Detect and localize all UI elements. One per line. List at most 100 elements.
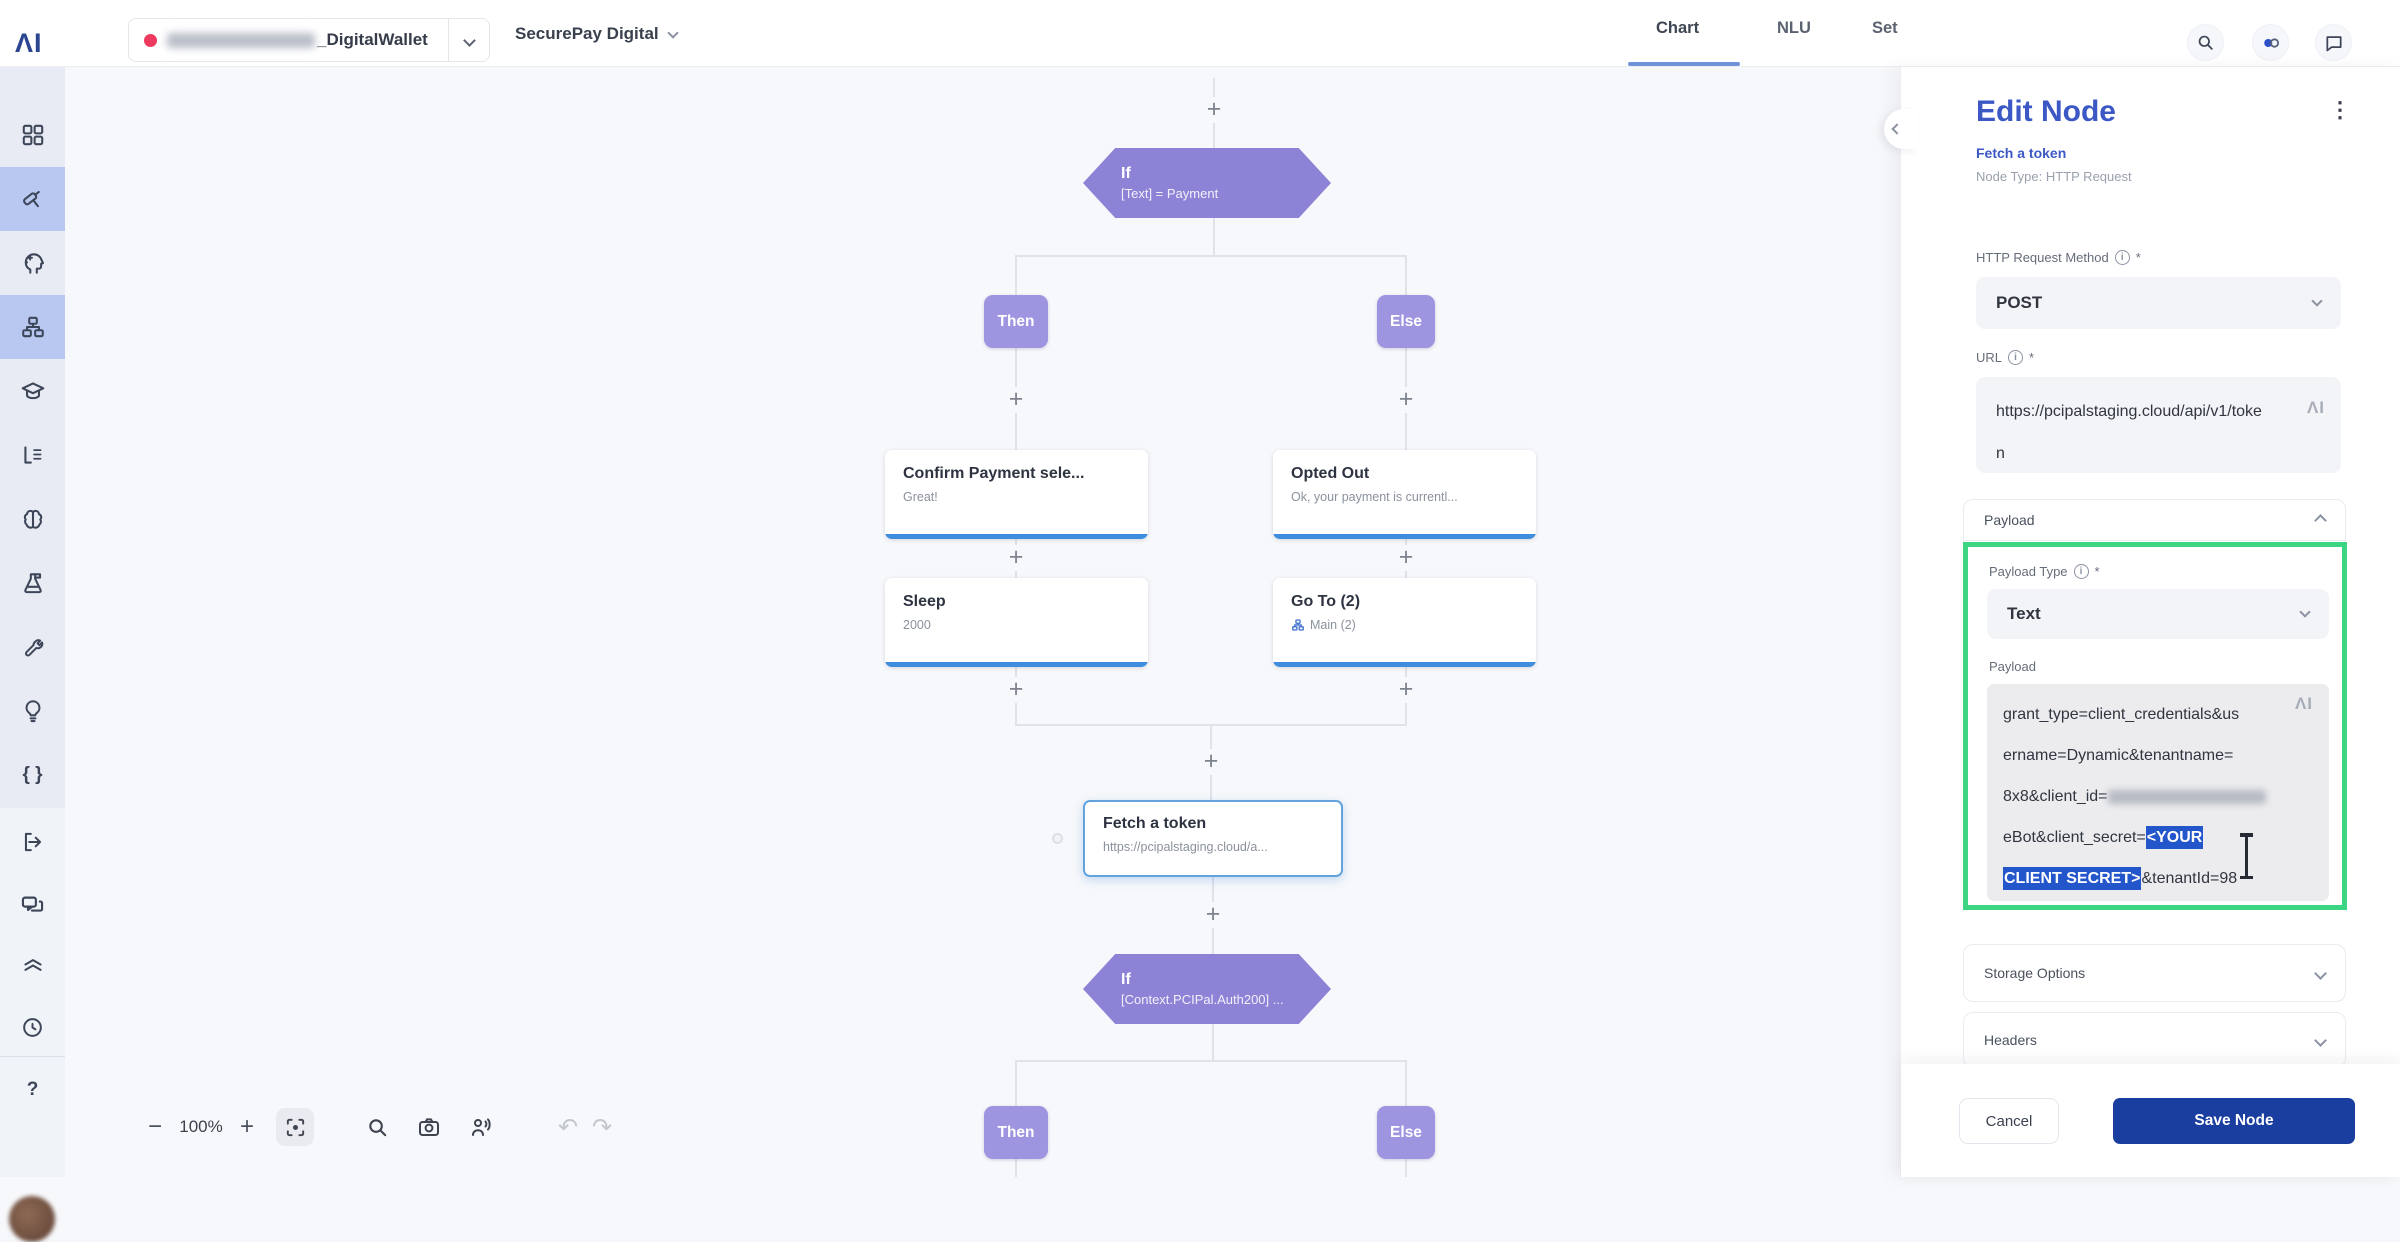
required-mark: * — [2095, 564, 2100, 579]
undo-button[interactable]: ↶ — [553, 1113, 583, 1142]
sidebar-item-training[interactable] — [0, 359, 65, 423]
payload-line: 8x8&client_id= — [2003, 776, 2315, 817]
method-select[interactable]: POST — [1976, 277, 2341, 329]
sidebar-item-logs[interactable] — [0, 423, 65, 487]
connector — [1015, 1158, 1017, 1177]
info-icon[interactable]: i — [2008, 350, 2023, 365]
chat-button[interactable] — [2315, 24, 2352, 61]
braces-icon: { } — [22, 764, 42, 786]
panel-footer: Cancel Save Node — [1901, 1064, 2400, 1177]
snapshot-button[interactable] — [417, 1115, 441, 1139]
search-canvas-button[interactable] — [366, 1116, 389, 1139]
bulb-icon — [20, 698, 46, 724]
chat-bubble-icon — [2324, 33, 2344, 53]
node-title: If — [1121, 971, 1331, 989]
search-button[interactable] — [2187, 24, 2224, 61]
node-opted-out[interactable]: Opted Out Ok, your payment is currentl..… — [1273, 450, 1536, 539]
add-node-button[interactable]: + — [1393, 545, 1419, 571]
sidebar-item-code[interactable]: { } — [0, 743, 65, 807]
node-go-to[interactable]: Go To (2) Main (2) — [1273, 578, 1536, 667]
node-condition: [Context.PCIPal.Auth200] ... — [1121, 992, 1331, 1007]
payload-type-select[interactable]: Text — [1987, 589, 2329, 639]
cancel-button[interactable]: Cancel — [1959, 1098, 2059, 1144]
sidebar-item-flows[interactable] — [0, 295, 65, 359]
zoom-out-button[interactable]: − — [140, 1113, 170, 1141]
else-branch-top[interactable]: Else — [1377, 295, 1435, 348]
storage-accordion-header[interactable]: Storage Options — [1963, 944, 2346, 1002]
node-sleep[interactable]: Sleep 2000 — [885, 578, 1148, 667]
node-title: Go To (2) — [1291, 593, 1518, 611]
voice-preview-button[interactable] — [469, 1115, 493, 1139]
grid-icon — [20, 122, 46, 148]
then-branch-top[interactable]: Then — [984, 295, 1048, 348]
required-mark: * — [2136, 250, 2141, 265]
node-port — [1052, 833, 1063, 844]
kebab-menu-button[interactable]: ⋮ — [2329, 97, 2351, 123]
connector — [1015, 255, 1017, 297]
sidebar-item-conversations[interactable] — [0, 873, 65, 937]
add-node-button[interactable]: + — [1201, 97, 1227, 123]
save-node-button[interactable]: Save Node — [2113, 1098, 2355, 1144]
zoom-in-button[interactable]: + — [232, 1113, 262, 1141]
payload-text: ername=Dynamic&tenantname= — [2003, 747, 2233, 764]
sidebar-item-knowledge[interactable] — [0, 487, 65, 551]
redo-button[interactable]: ↷ — [587, 1113, 617, 1142]
flow-link-icon — [1291, 618, 1305, 632]
info-icon[interactable]: i — [2074, 564, 2089, 579]
redacted-flow-name — [167, 33, 315, 48]
node-name-link[interactable]: Fetch a token — [1976, 145, 2066, 161]
tab-nlu[interactable]: NLU — [1777, 19, 1811, 38]
sidebar-item-ai-assistant[interactable] — [0, 231, 65, 295]
ai-watermark: ΛI — [2307, 387, 2325, 429]
add-node-button[interactable]: + — [1393, 677, 1419, 703]
payload-type-value: Text — [2007, 604, 2041, 624]
tab-chart[interactable]: Chart — [1656, 19, 1699, 38]
url-input[interactable]: https://pcipalstaging.cloud/api/v1/toke … — [1976, 377, 2341, 473]
avatar[interactable] — [9, 1196, 55, 1242]
sidebar-item-insights[interactable] — [0, 679, 65, 743]
chevron-down-icon — [2314, 1034, 2327, 1047]
add-node-button[interactable]: + — [1003, 677, 1029, 703]
logout-icon — [20, 829, 46, 855]
node-accent-bar — [1273, 534, 1536, 539]
tab-settings[interactable]: Set — [1872, 19, 1898, 38]
headers-accordion-header[interactable]: Headers — [1963, 1012, 2346, 1068]
text-cursor — [2245, 835, 2248, 877]
workspace-selector[interactable]: SecurePay Digital — [515, 20, 677, 48]
sidebar-item-design[interactable] — [0, 167, 65, 231]
roller-icon — [20, 186, 46, 212]
required-mark: * — [2029, 350, 2034, 365]
chevron-down-icon — [2314, 967, 2327, 980]
node-accent-bar — [1273, 662, 1536, 667]
sidebar-item-testing[interactable] — [0, 551, 65, 615]
sidebar-item-layers[interactable] — [0, 933, 65, 997]
if-node-top[interactable]: If [Text] = Payment — [1083, 148, 1331, 218]
panel-collapse-button[interactable] — [1884, 109, 1918, 149]
else-branch-bottom[interactable]: Else — [1377, 1106, 1435, 1159]
add-node-button[interactable]: + — [1003, 545, 1029, 571]
sidebar-item-tools[interactable] — [0, 615, 65, 679]
url-label: URL i * — [1976, 350, 2034, 365]
then-branch-bottom[interactable]: Then — [984, 1106, 1048, 1159]
info-icon[interactable]: i — [2115, 250, 2130, 265]
add-node-button[interactable]: + — [1200, 902, 1226, 928]
flow-selector-caret[interactable] — [449, 36, 489, 45]
flow-selector[interactable]: _DigitalWallet — [128, 18, 490, 62]
sidebar-item-help[interactable]: ? — [0, 1058, 65, 1122]
node-title: Opted Out — [1291, 465, 1518, 483]
fit-to-screen-button[interactable] — [276, 1108, 314, 1146]
add-node-button[interactable]: + — [1393, 387, 1419, 413]
node-fetch-token[interactable]: Fetch a token https://pcipalstaging.clou… — [1083, 800, 1343, 877]
sidebar-item-history[interactable] — [0, 995, 65, 1059]
sidebar-item-export[interactable] — [0, 810, 65, 874]
payload-accordion-header[interactable]: Payload — [1963, 499, 2346, 541]
add-node-button[interactable]: + — [1198, 749, 1224, 775]
if-node-bottom[interactable]: If [Context.PCIPal.Auth200] ... — [1083, 954, 1331, 1024]
node-confirm-payment[interactable]: Confirm Payment sele... Great! — [885, 450, 1148, 539]
add-node-button[interactable]: + — [1003, 387, 1029, 413]
node-title: If — [1121, 165, 1331, 183]
sidebar-item-dashboard[interactable] — [0, 103, 65, 167]
connector — [1015, 1060, 1407, 1062]
toggle-view-button[interactable] — [2252, 24, 2289, 61]
